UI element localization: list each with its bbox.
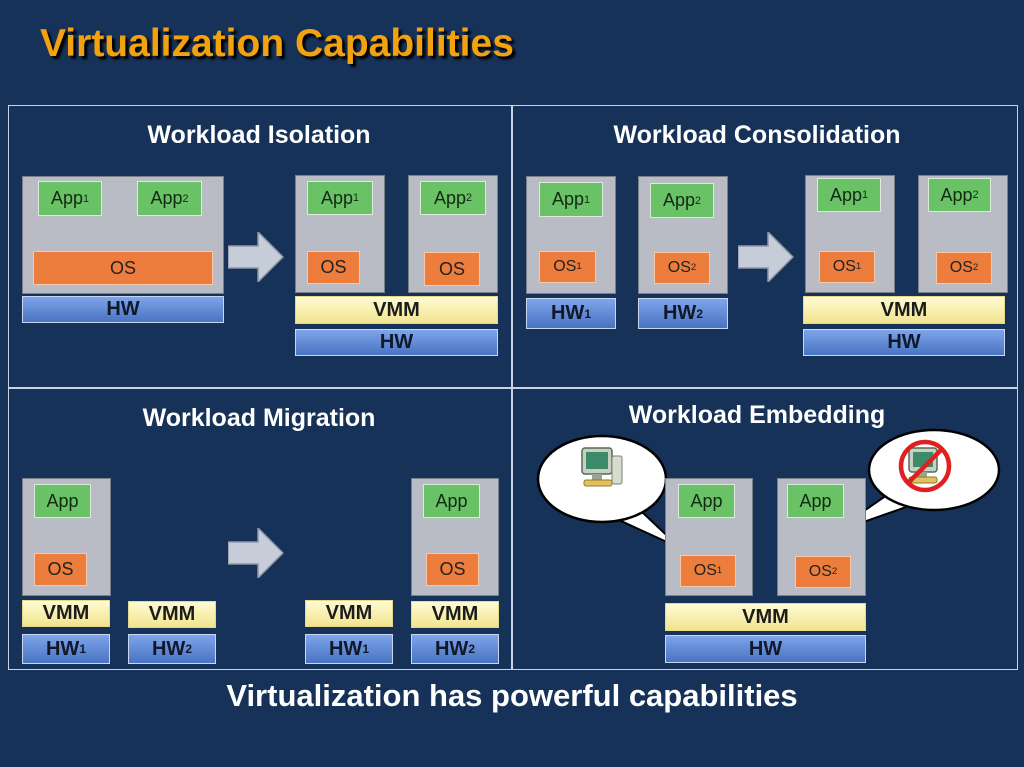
app-box: App [34, 484, 91, 518]
vmm-bar: VMM [803, 296, 1005, 324]
arrow-right-icon [738, 232, 794, 282]
migration-title: Workload Migration [142, 404, 376, 432]
hw-bar: HW [665, 635, 866, 663]
consolidation-title: Workload Consolidation [613, 121, 901, 149]
arrow-right-icon [228, 528, 284, 578]
footer-caption: Virtualization has powerful capabilities [226, 678, 798, 713]
isolation-frame [8, 105, 512, 388]
hw-bar: HW [803, 329, 1005, 356]
vmm-bar: VMM [22, 600, 110, 627]
app-box: App [787, 484, 844, 518]
consolidation-frame [512, 105, 1018, 388]
os-box: OS [33, 251, 213, 285]
os-box: OS [34, 553, 87, 586]
arrow-right-icon [228, 232, 284, 282]
os-box: OS [426, 553, 479, 586]
hw-bar: HW [295, 329, 498, 356]
os-box: OS [307, 251, 360, 284]
vmm-bar: VMM [295, 296, 498, 324]
app-box: App [678, 484, 735, 518]
computer-icon [581, 447, 623, 487]
migration-frame [8, 388, 512, 670]
os-box: OS [424, 252, 480, 286]
embedding-frame [512, 388, 1018, 670]
vmm-bar: VMM [665, 603, 866, 631]
app-box: App [423, 484, 480, 518]
slide-title: Virtualization Capabilities [40, 22, 514, 65]
vmm-bar: VMM [128, 601, 216, 628]
embedding-title: Workload Embedding [628, 401, 886, 429]
vmm-bar: VMM [411, 601, 499, 628]
isolation-title: Workload Isolation [147, 121, 371, 149]
no-computer-icon [898, 439, 952, 493]
hw-bar: HW [22, 296, 224, 323]
vmm-bar: VMM [305, 600, 393, 627]
